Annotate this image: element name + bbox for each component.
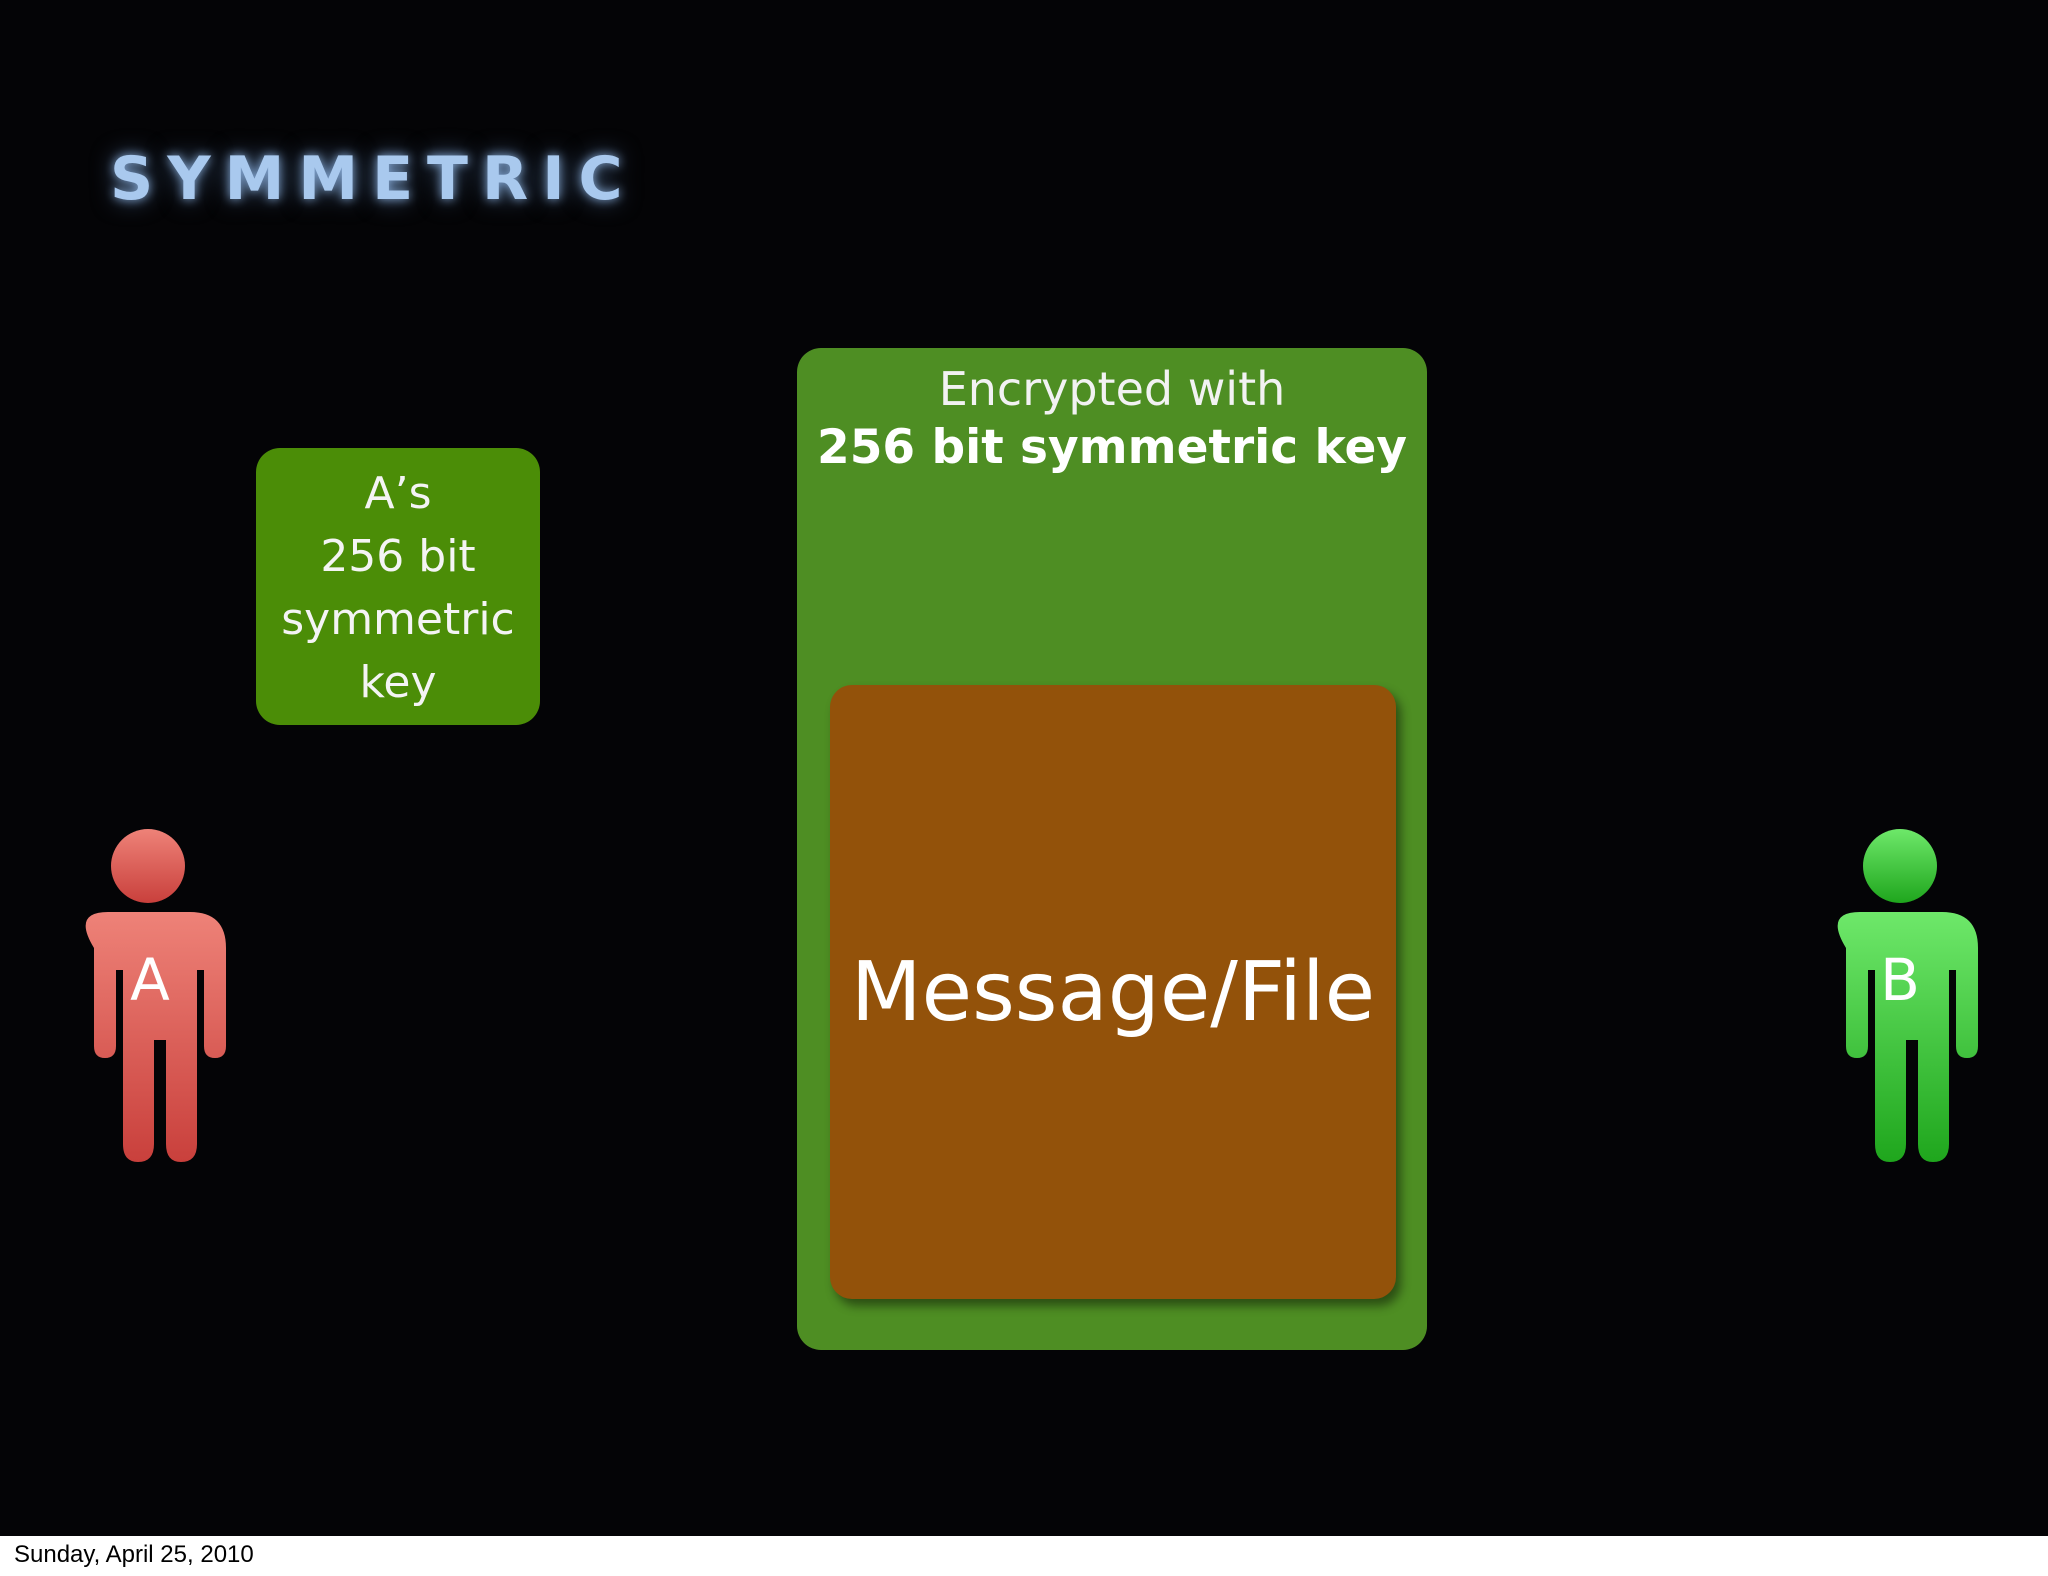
key-label-line: 256 bit xyxy=(320,531,476,582)
key-label-line: key xyxy=(359,657,437,708)
footer-date: Sunday, April 25, 2010 xyxy=(14,1541,254,1568)
person-a: A xyxy=(68,828,232,1164)
encrypted-envelope: Encrypted with 256 bit symmetric key Mes… xyxy=(797,348,1427,1350)
slide-title: Symmetric xyxy=(110,120,637,220)
key-label-line: symmetric xyxy=(281,594,515,645)
person-b: B xyxy=(1818,828,1982,1164)
envelope-caption: Encrypted with xyxy=(938,362,1286,416)
person-icon xyxy=(1837,829,1978,1162)
person-icon xyxy=(85,829,226,1162)
person-a-label: A xyxy=(130,946,170,1014)
slide: Symmetric A’s 256 bit symmetric key Encr… xyxy=(0,0,2048,1536)
envelope-key-caption: 256 bit symmetric key xyxy=(817,420,1407,475)
symmetric-key-box: A’s 256 bit symmetric key xyxy=(256,448,540,725)
message-file-label: Message/File xyxy=(850,944,1376,1040)
person-b-label: B xyxy=(1880,946,1920,1014)
key-label-line: A’s xyxy=(364,468,432,519)
message-file-box: Message/File xyxy=(830,685,1396,1299)
